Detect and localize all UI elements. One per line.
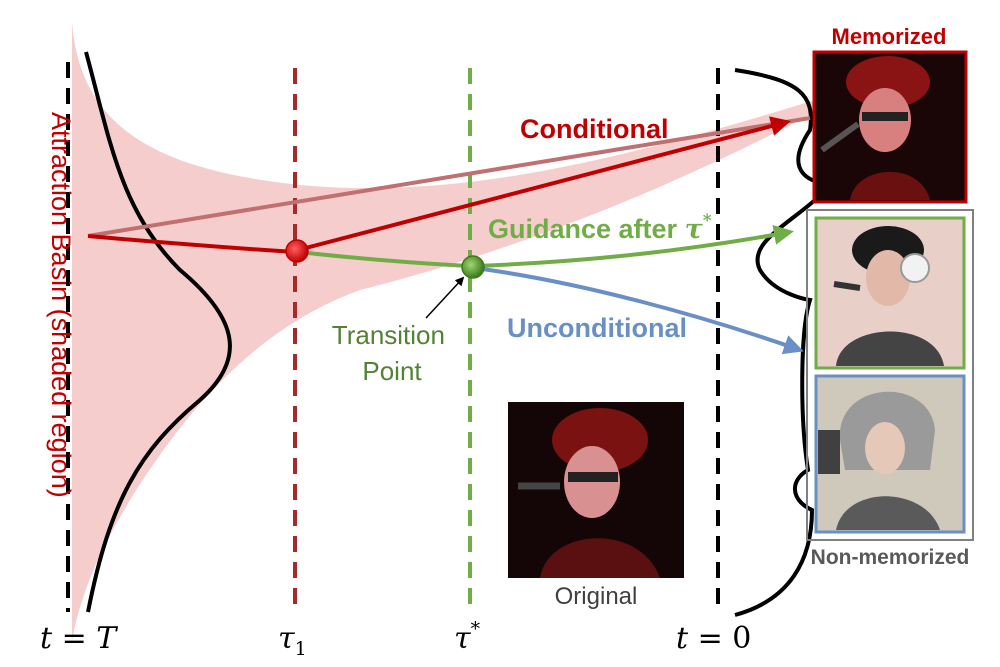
memorized-caption: Memorized (832, 24, 947, 49)
timestep-label-t-T: t = T (40, 621, 118, 656)
guidance-path (474, 225, 794, 268)
conditional-path-direct (87, 116, 811, 238)
non-memorized-image-1 (814, 216, 966, 370)
gaussian-curve-start (84, 51, 232, 613)
timestep-label-tau-star: τ* (454, 618, 481, 656)
conditional-label: Conditional (520, 114, 668, 144)
shared-path-start (87, 234, 296, 254)
timestep-label-tau1: τ1 (278, 621, 307, 660)
non-memorized-caption: Non-memorized (811, 546, 970, 569)
original-caption: Original (555, 583, 638, 610)
tau1-point (285, 239, 309, 263)
non-memorized-group (806, 209, 974, 541)
transition-point (461, 255, 485, 279)
multimodal-curve-end (734, 68, 834, 617)
unconditional-label: Unconditional (507, 313, 687, 343)
non-memorized-image-2 (814, 374, 966, 534)
transition-pointer-arrow (425, 276, 465, 319)
attraction-basin-label: Attraction Basin (shaded region) (46, 112, 76, 498)
original-image (508, 402, 684, 578)
unconditional-path (474, 266, 804, 355)
memorized-image (812, 50, 968, 204)
guidance-label: Guidance after τ* (488, 211, 712, 245)
attraction-basin-region (72, 22, 815, 640)
conditional-path (297, 116, 791, 252)
transition-point-label: Transition Point (332, 320, 452, 386)
guidance-segment (297, 250, 471, 268)
timestep-label-t-0: t = 0 (676, 621, 751, 656)
